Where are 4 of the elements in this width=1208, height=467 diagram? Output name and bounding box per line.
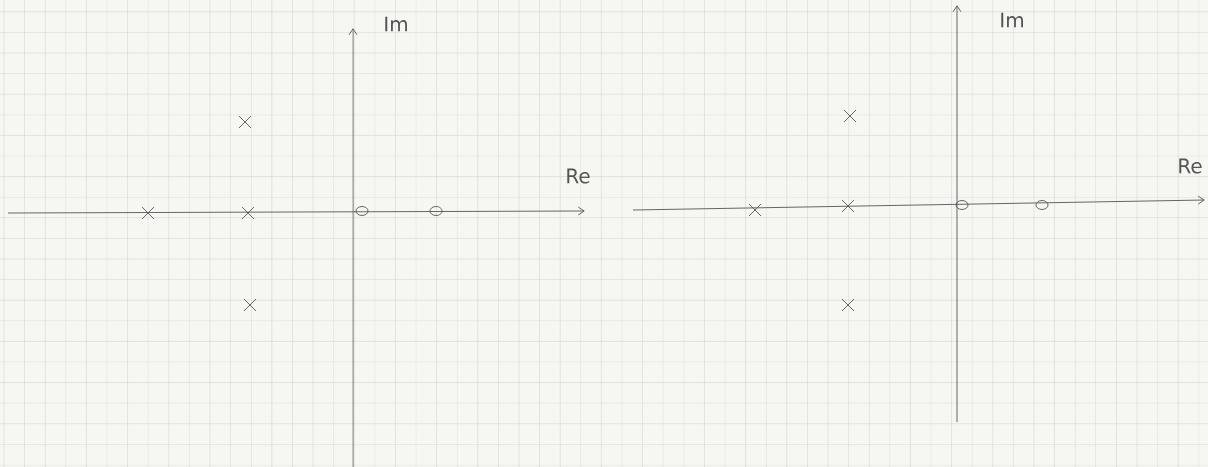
axis-label: Im [385, 16, 407, 32]
axis-label: Re [1179, 158, 1202, 174]
axis-label: Re [567, 168, 590, 184]
axis-label: Im [1001, 12, 1023, 28]
